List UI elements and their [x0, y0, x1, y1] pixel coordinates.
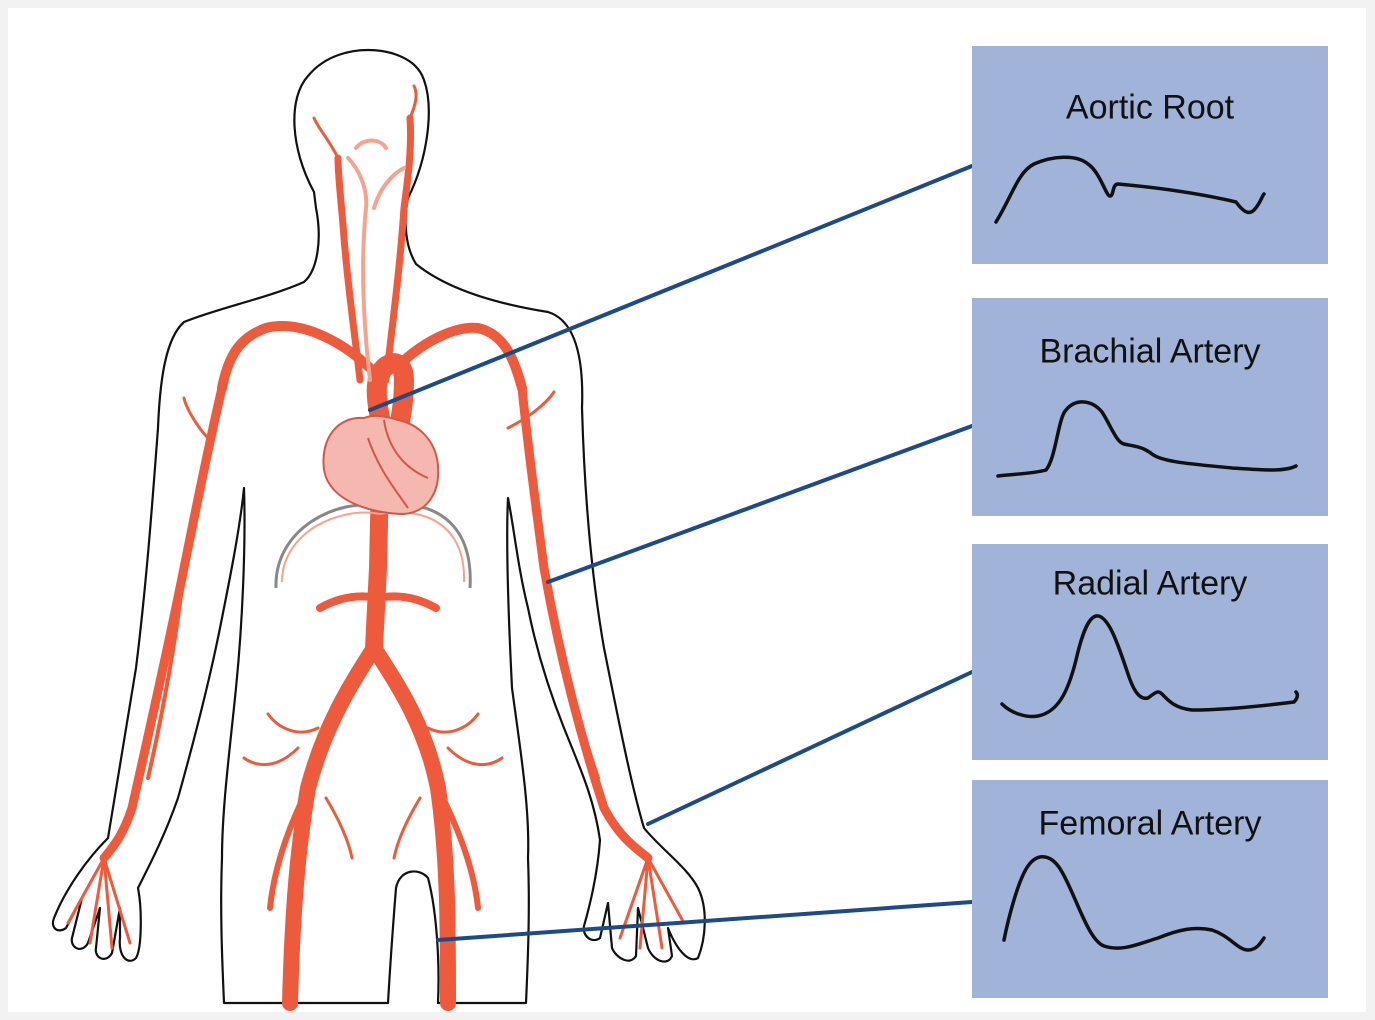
radial-artery-waveform [972, 544, 1328, 760]
panel-brachial-artery: Brachial Artery [972, 298, 1328, 516]
aortic-root-waveform [972, 46, 1328, 264]
heart [323, 416, 438, 514]
brachial-artery-waveform [972, 298, 1328, 516]
panel-aortic-root: Aortic Root [972, 46, 1328, 264]
leader-line-brachial-artery [548, 426, 972, 582]
panel-radial-artery: Radial Artery [972, 544, 1328, 760]
arterial-tree [68, 86, 684, 1003]
arterial-pulse-diagram: Aortic Root Brachial Artery Radial Arter… [8, 8, 1366, 1012]
femoral-artery-waveform [972, 780, 1328, 998]
panel-femoral-artery: Femoral Artery [972, 780, 1328, 998]
leader-line-radial-artery [648, 672, 972, 824]
